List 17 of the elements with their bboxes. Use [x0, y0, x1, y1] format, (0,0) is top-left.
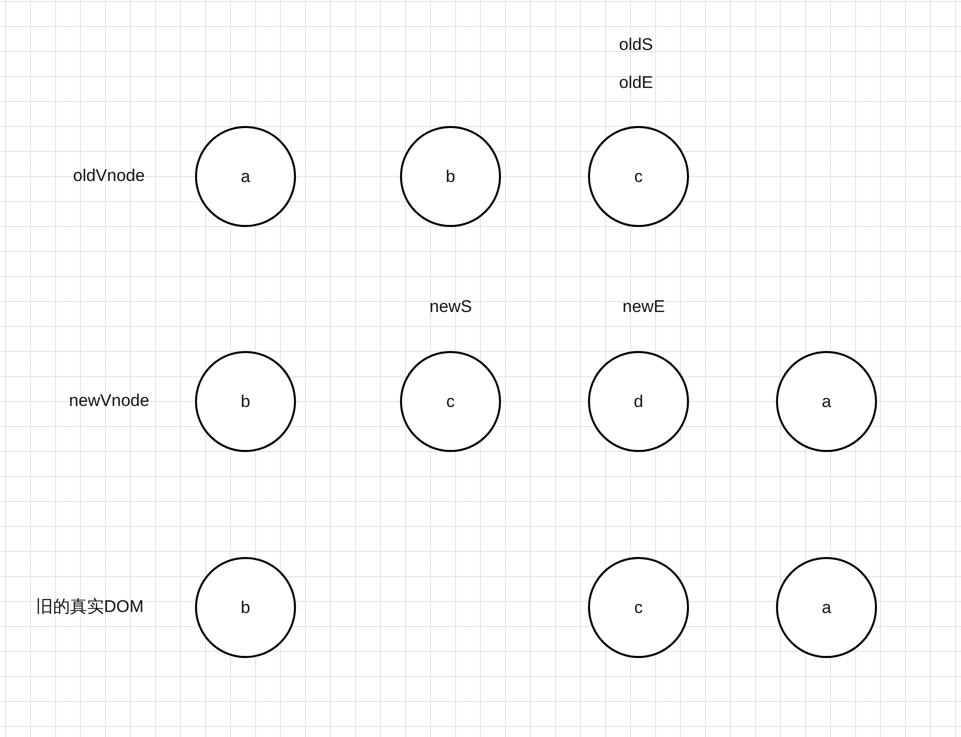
row-label: oldVnode — [73, 166, 145, 186]
circle-node: b — [400, 126, 501, 227]
row-label: oldS — [619, 35, 654, 55]
circle-node: d — [588, 351, 689, 452]
circle-node: c — [588, 126, 689, 227]
row-label: newS — [430, 297, 472, 317]
row-label: 旧的真实DOM — [36, 597, 144, 617]
row-label: oldE — [619, 73, 654, 93]
circle-node: a — [776, 557, 877, 658]
circle-node: b — [195, 351, 296, 452]
circle-node: b — [195, 557, 296, 658]
circle-node: c — [588, 557, 689, 658]
circle-node: a — [195, 126, 296, 227]
row-label: newE — [622, 297, 666, 317]
circle-node: a — [776, 351, 877, 452]
circle-node: c — [400, 351, 501, 452]
row-label: newVnode — [69, 391, 150, 411]
